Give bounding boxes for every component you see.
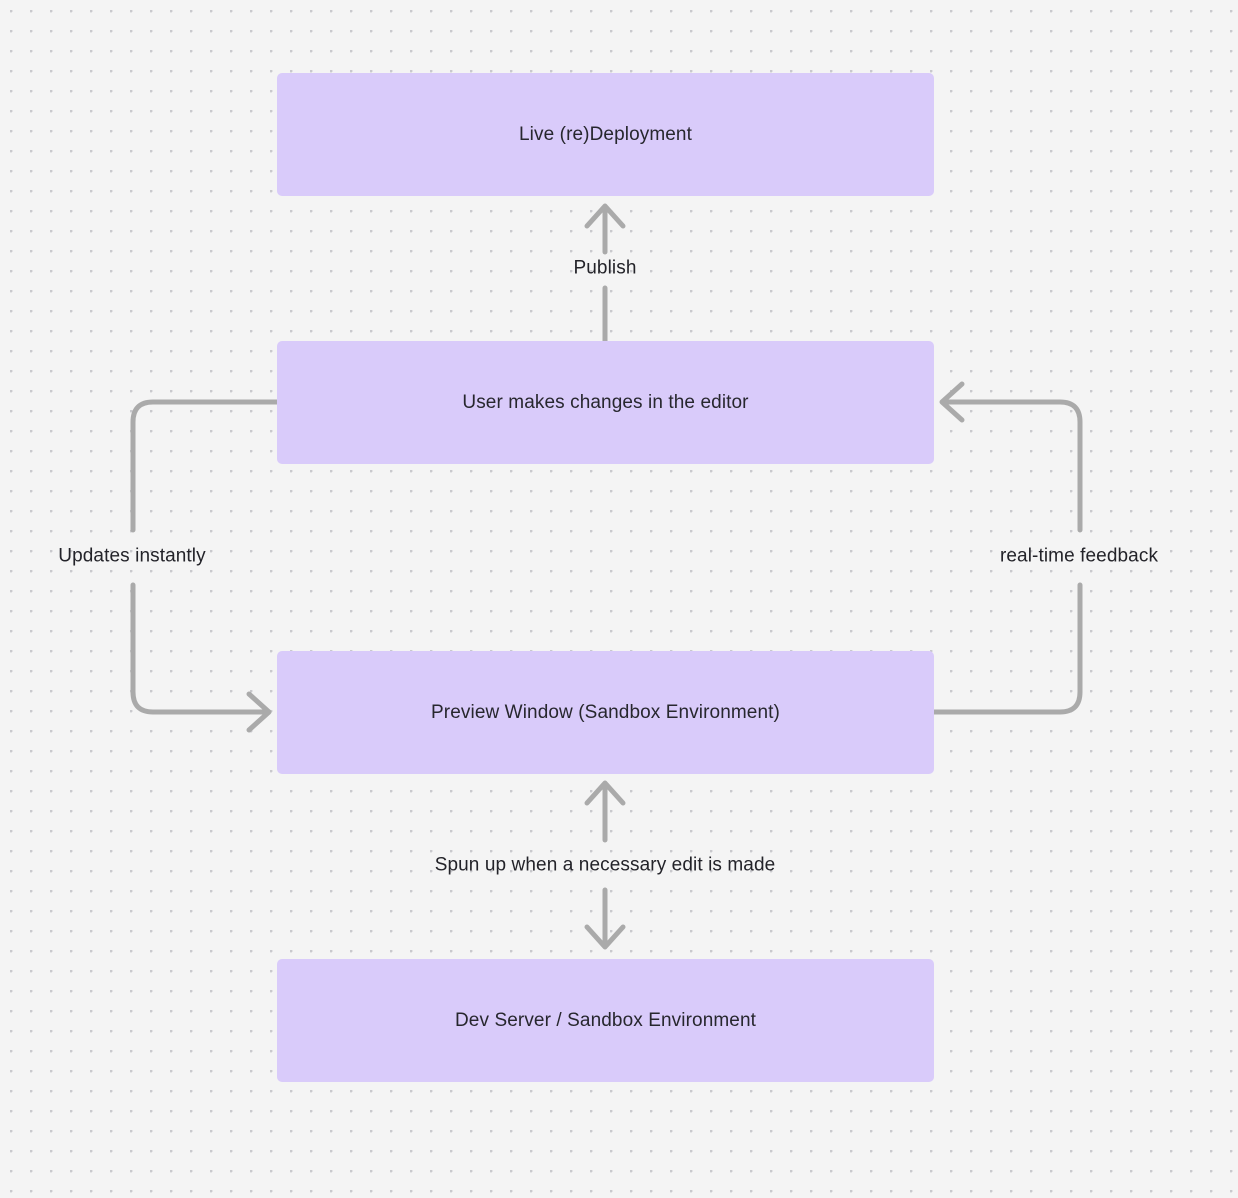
node-label-dev-server: Dev Server / Sandbox Environment — [454, 1009, 756, 1031]
edge-label-real-time-feedback: real-time feedback — [999, 545, 1159, 567]
edge-label-updates-instantly: Updates instantly — [58, 545, 206, 567]
edge-label-spun-up: Spun up when a necessary edit is made — [434, 854, 776, 876]
edge-label-publish: Publish — [573, 257, 637, 279]
node-live-deployment[interactable]: Live (re)Deployment — [277, 73, 934, 196]
node-preview-window[interactable]: Preview Window (Sandbox Environment) — [277, 651, 934, 774]
node-label-preview-window: Preview Window (Sandbox Environment) — [431, 701, 780, 723]
node-label-live-deployment: Live (re)Deployment — [519, 123, 692, 145]
node-user-edits[interactable]: User makes changes in the editor — [277, 341, 934, 464]
node-dev-server[interactable]: Dev Server / Sandbox Environment — [277, 959, 934, 1082]
node-label-user-edits: User makes changes in the editor — [462, 391, 749, 413]
